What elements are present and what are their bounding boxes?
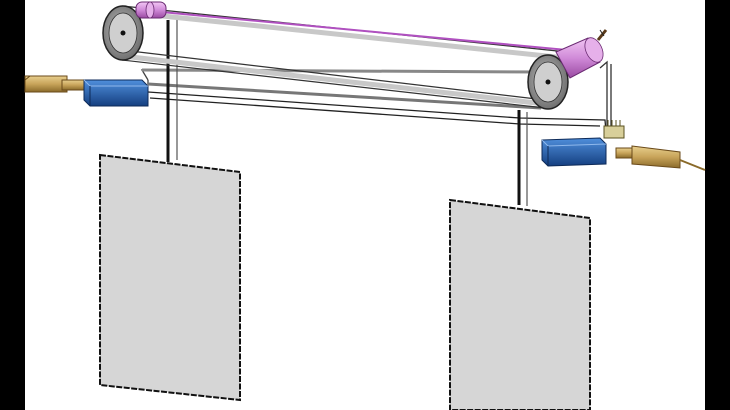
drive-motor xyxy=(135,1,167,19)
letterbox-right xyxy=(705,0,730,410)
hanger-rods xyxy=(166,18,528,206)
carriage-right xyxy=(541,137,607,167)
right-motor xyxy=(555,29,608,79)
conveyor-belt xyxy=(121,5,568,109)
idler-pulley xyxy=(527,54,569,110)
limit-sensor xyxy=(603,120,625,139)
cylinder-right xyxy=(615,145,706,171)
hanging-panel-right xyxy=(449,198,591,410)
hanging-panel-left xyxy=(99,153,241,402)
drive-pulley xyxy=(102,5,144,61)
letterbox-left xyxy=(0,0,25,410)
carriage-left xyxy=(83,79,149,107)
